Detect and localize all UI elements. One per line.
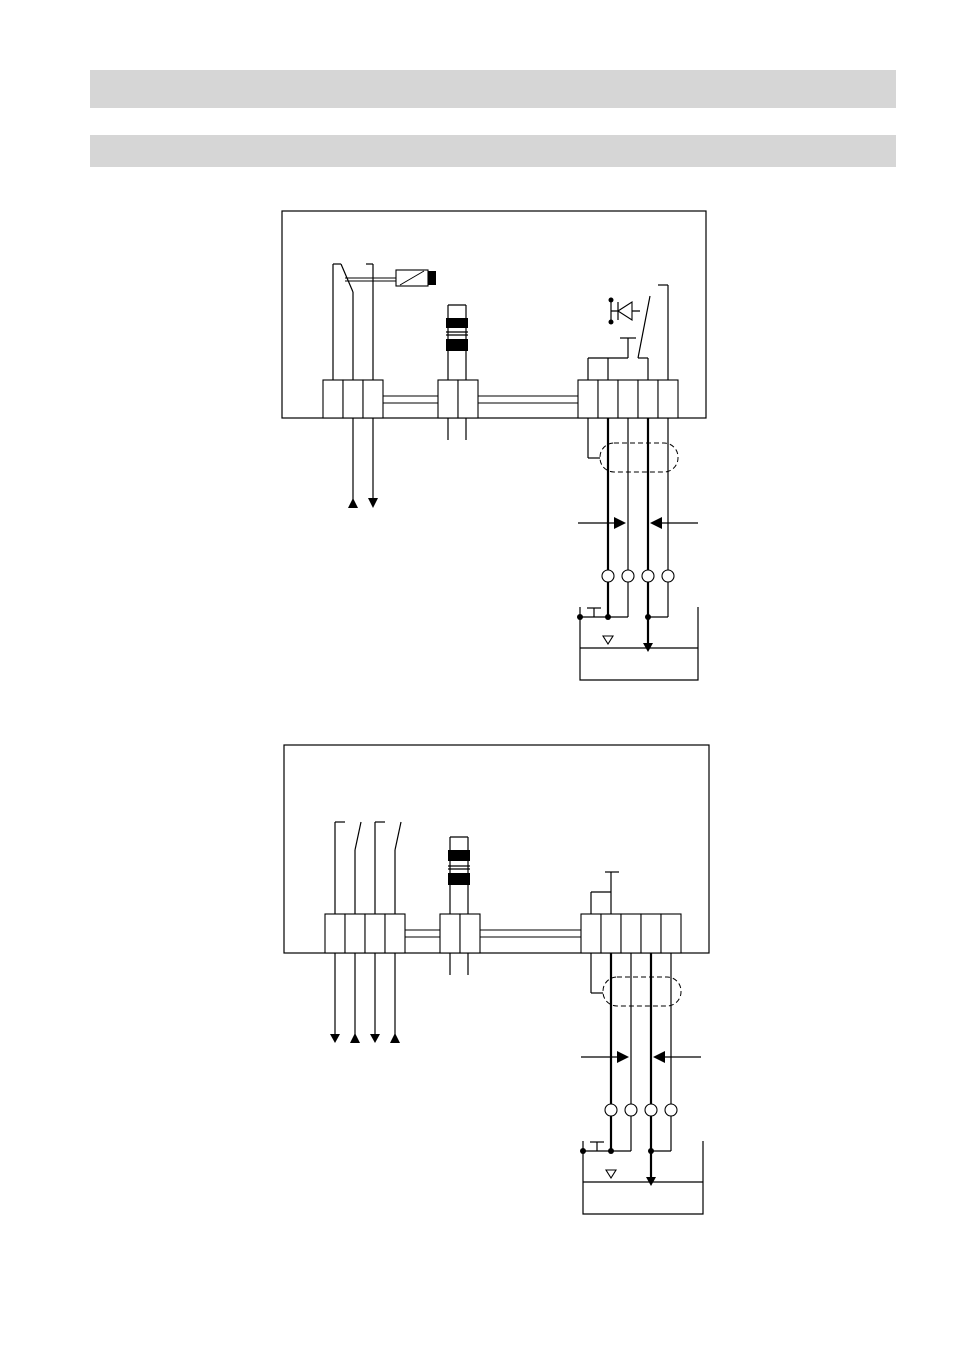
diode-icon bbox=[608, 297, 640, 325]
housing-box bbox=[281, 210, 707, 419]
tank-icon bbox=[579, 607, 699, 681]
wiring-diagram-1 bbox=[281, 210, 707, 681]
probe-terminals bbox=[577, 569, 675, 652]
probe-cable bbox=[587, 418, 679, 570]
terminal-block-middle bbox=[439, 913, 481, 954]
wiring-diagram-2 bbox=[283, 744, 710, 1215]
internal-bus bbox=[383, 395, 578, 404]
output-arrows-left bbox=[348, 418, 378, 508]
output-contact bbox=[590, 871, 619, 914]
terminal-block-right bbox=[580, 913, 682, 954]
relay-contacts bbox=[334, 821, 402, 914]
probe-terminals bbox=[580, 1103, 678, 1186]
terminal-block-right bbox=[577, 379, 679, 419]
relay-coil-icon bbox=[345, 269, 436, 287]
tank-icon bbox=[582, 1141, 704, 1215]
cable-arrows bbox=[581, 1051, 701, 1063]
probe-cable bbox=[590, 953, 682, 1104]
terminal-block-left bbox=[322, 379, 384, 419]
relay-contact bbox=[332, 263, 374, 380]
output-contact bbox=[587, 284, 669, 380]
internal-bus bbox=[405, 929, 581, 938]
header-bar-1 bbox=[90, 70, 896, 108]
cable-arrows bbox=[578, 517, 698, 529]
terminal-block-middle bbox=[437, 379, 479, 419]
fuse-icon bbox=[448, 836, 470, 975]
terminal-block-left bbox=[324, 913, 406, 954]
output-arrows-left bbox=[330, 953, 400, 1043]
housing-box bbox=[283, 744, 710, 954]
header-bar-2 bbox=[90, 135, 896, 167]
fuse-icon bbox=[446, 304, 468, 440]
